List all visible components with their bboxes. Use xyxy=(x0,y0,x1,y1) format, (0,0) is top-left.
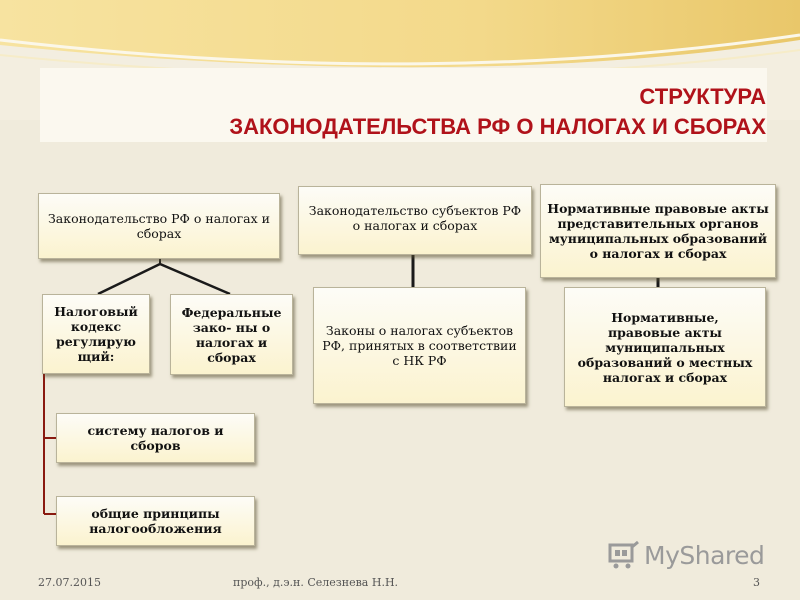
municipal-acts-label: Нормативные правовые акты представительн… xyxy=(547,201,769,261)
title-band xyxy=(40,68,767,142)
title-line-2: ЗАКОНОДАТЕЛЬСТВА РФ О НАЛОГАХ И СБОРАХ xyxy=(229,114,766,139)
footer-page-number: 3 xyxy=(753,576,760,589)
federal-laws-box: Федеральные зако- ны о налогах и сборах xyxy=(170,294,293,375)
tax-system-box: систему налогов и сборов xyxy=(56,413,255,463)
regional-laws-box: Законы о налогах субъектов РФ, принятых … xyxy=(313,287,526,404)
regional-legislation-label: Законодательство субъектов РФ о налогах … xyxy=(308,203,522,233)
federal-laws-label: Федеральные зако- ны о налогах и сборах xyxy=(181,304,282,365)
municipal-local-acts-box: Нормативные, правовые акты муниципальных… xyxy=(564,287,766,407)
tax-system-label: систему налогов и сборов xyxy=(87,423,224,453)
federal-legislation-label: Законодательство РФ о налогах и сборах xyxy=(48,211,270,241)
page-title: СТРУКТУРА ЗАКОНОДАТЕЛЬСТВА РФ О НАЛОГАХ … xyxy=(66,82,766,142)
title-line-1: СТРУКТУРА xyxy=(639,84,766,109)
federal-legislation-box: Законодательство РФ о налогах и сборах xyxy=(38,193,280,259)
tax-code-box: Налоговый кодекс регулирую щий: xyxy=(42,294,150,374)
tax-principles-label: общие принципы налогообложения xyxy=(89,506,222,536)
footer-author: проф., д.э.н. Селезнева Н.Н. xyxy=(233,576,399,589)
tax-code-label: Налоговый кодекс регулирую щий: xyxy=(54,304,138,364)
cart-icon xyxy=(608,540,639,569)
footer-date: 27.07.2015 xyxy=(38,576,101,589)
tax-principles-box: общие принципы налогообложения xyxy=(56,496,255,546)
municipal-local-acts-label: Нормативные, правовые акты муниципальных… xyxy=(577,309,753,385)
regional-legislation-box: Законодательство субъектов РФ о налогах … xyxy=(298,186,532,255)
watermark: MyShared xyxy=(608,537,768,573)
watermark-text: MyShared xyxy=(644,540,765,570)
municipal-acts-box: Нормативные правовые акты представительн… xyxy=(540,184,776,278)
regional-laws-label: Законы о налогах субъектов РФ, принятых … xyxy=(322,323,517,368)
